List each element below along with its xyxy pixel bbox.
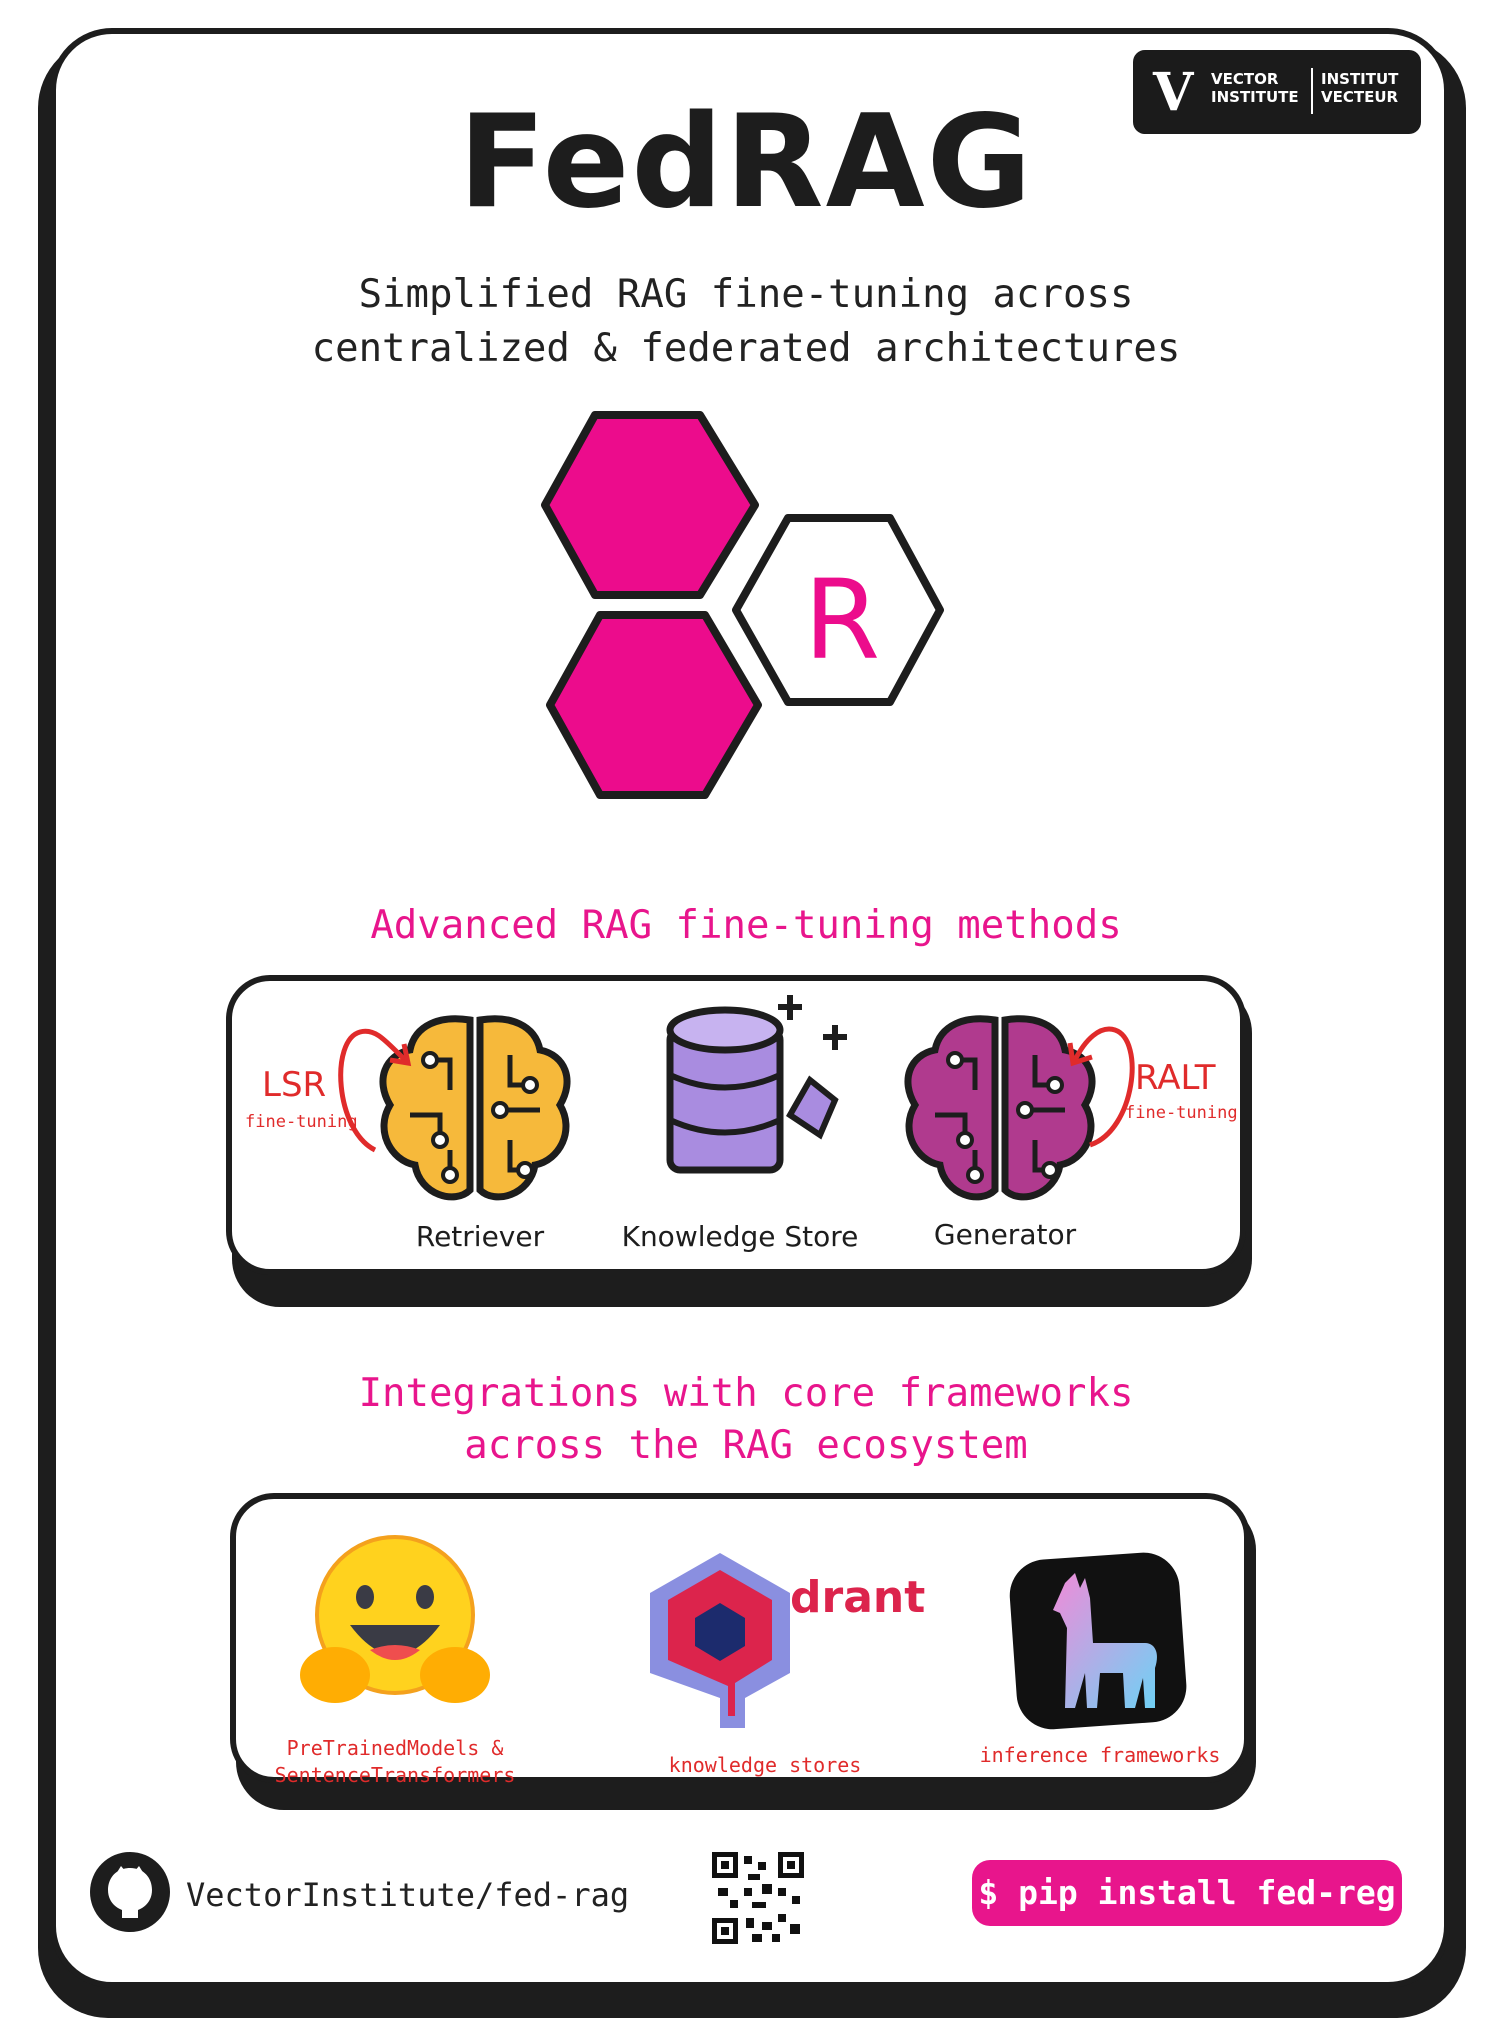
- badge-divider: [1311, 68, 1313, 114]
- llama-label: inference frameworks: [979, 1743, 1221, 1767]
- ralt-sublabel: fine-tuning: [1125, 1103, 1238, 1123]
- badge-text-institut: INSTITUT: [1321, 70, 1399, 88]
- badge-text-vector: VECTOR: [1211, 70, 1279, 88]
- subtitle-line-1: Simplified RAG fine-tuning across: [358, 272, 1134, 317]
- qdrant-wordmark: drant: [790, 1572, 926, 1623]
- logo-letter: R: [804, 556, 880, 684]
- methods-heading: Advanced RAG fine-tuning methods: [370, 903, 1122, 948]
- subtitle: Simplified RAG fine-tuning across centra…: [0, 268, 1492, 376]
- hugging-face-label-line-2: SentenceTransformers: [274, 1763, 516, 1787]
- knowledge-store-icon: [666, 995, 847, 1174]
- lsr-sublabel: fine-tuning: [245, 1112, 358, 1132]
- vector-logo-icon: V: [1153, 62, 1194, 123]
- knowledge-store-label: Knowledge Store: [621, 1220, 859, 1253]
- badge-text-vecteur: VECTEUR: [1321, 88, 1399, 106]
- qr-code-icon[interactable]: [712, 1852, 804, 1944]
- ralt-label: RALT: [1135, 1058, 1216, 1098]
- lsr-arrow-icon: [338, 1028, 412, 1153]
- vector-institute-badge[interactable]: V VECTOR INSTITUTE INSTITUT VECTEUR: [1133, 50, 1421, 134]
- logo-hexagon-r: [732, 514, 944, 706]
- github-link[interactable]: VectorInstitute/fed-rag: [186, 1876, 630, 1914]
- hugging-face-label: PreTrainedModels & SentenceTransformers: [270, 1735, 520, 1789]
- llama-icon[interactable]: [1005, 1548, 1190, 1733]
- integrations-heading-line-2: across the RAG ecosystem: [464, 1423, 1028, 1468]
- logo-hexagon-bottom: [546, 611, 762, 799]
- install-command[interactable]: $ pip install fed-reg: [972, 1860, 1402, 1926]
- fedrag-logo: R: [541, 411, 944, 799]
- integrations-heading-line-1: Integrations with core frameworks: [358, 1371, 1134, 1416]
- integrations-heading: Integrations with core frameworks across…: [0, 1368, 1492, 1472]
- logo-hexagon-top: [541, 411, 759, 599]
- retriever-label: Retriever: [415, 1220, 545, 1253]
- github-icon[interactable]: [88, 1850, 172, 1934]
- hugging-face-icon[interactable]: [295, 1525, 495, 1725]
- subtitle-line-2: centralized & federated architectures: [311, 326, 1181, 371]
- lsr-label: LSR: [262, 1065, 327, 1105]
- badge-text-institute: INSTITUTE: [1211, 88, 1299, 106]
- hugging-face-label-line-1: PreTrainedModels &: [286, 1736, 504, 1760]
- qdrant-label: knowledge stores: [668, 1753, 862, 1777]
- ralt-arrow-icon: [1067, 1026, 1135, 1148]
- generator-label: Generator: [933, 1218, 1077, 1251]
- generator-brain-icon: [904, 1015, 1096, 1201]
- page-title: FedRAG: [458, 88, 1034, 237]
- qdrant-icon[interactable]: [640, 1548, 800, 1733]
